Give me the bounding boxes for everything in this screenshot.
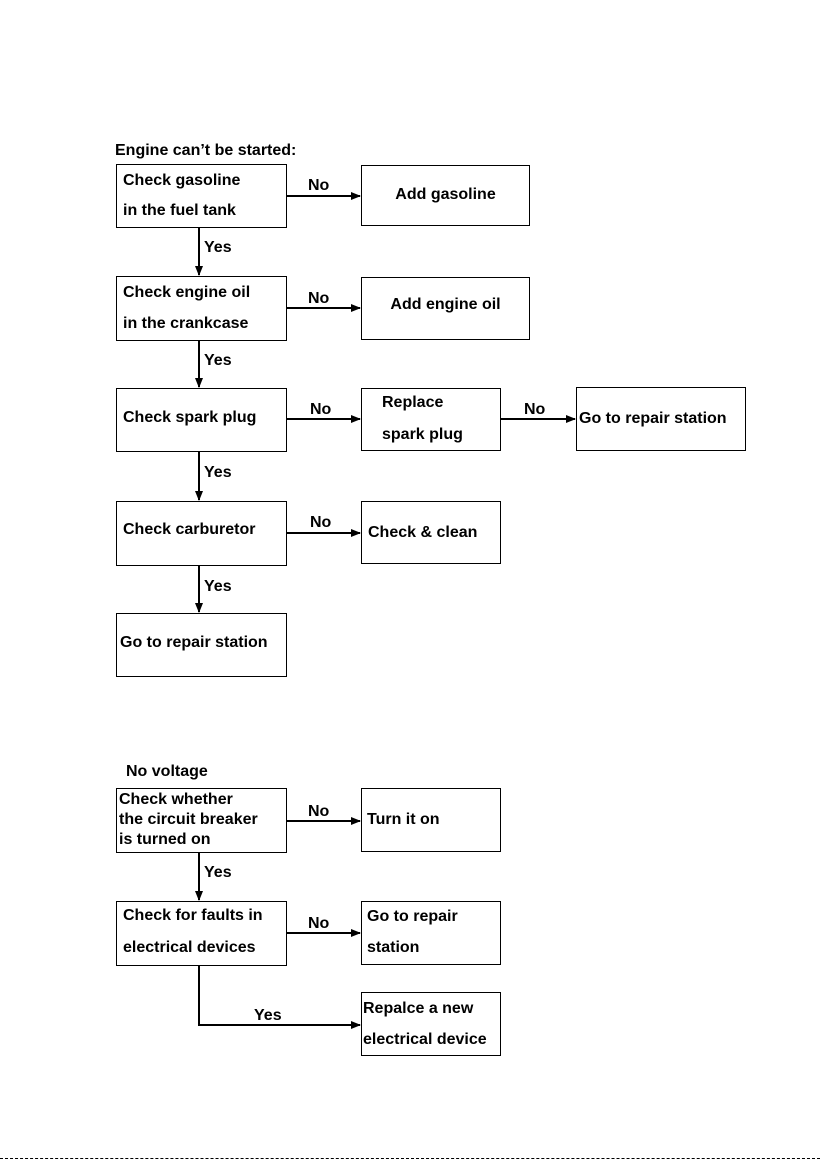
edge-label-no: No (310, 401, 332, 418)
edge-label-no: No (308, 915, 330, 932)
edge-label-no: No (310, 514, 332, 531)
box-text: Check for faults in (123, 907, 263, 924)
box-check-engine-oil: Check engine oil in the crankcase (116, 276, 287, 341)
box-text: electrical devices (123, 939, 256, 956)
box-text: Check carburetor (123, 521, 256, 538)
box-text: Go to repair station (579, 410, 727, 427)
edge-label-yes: Yes (204, 352, 232, 369)
box-text: the circuit breaker (119, 811, 258, 828)
edge-label-yes: Yes (204, 578, 232, 595)
box-text: in the crankcase (123, 315, 249, 332)
box-text: is turned on (119, 831, 211, 848)
box-text: Check & clean (368, 524, 478, 541)
box-check-electrical-faults: Check for faults in electrical devices (116, 901, 287, 966)
box-text: Check spark plug (123, 409, 257, 426)
edge-label-yes: Yes (204, 864, 232, 881)
edge-label-yes: Yes (204, 239, 232, 256)
box-check-and-clean: Check & clean (361, 501, 501, 564)
box-turn-it-on: Turn it on (361, 788, 501, 852)
flowchart-title-voltage: No voltage (126, 763, 208, 780)
box-text: in the fuel tank (123, 202, 236, 219)
box-check-circuit-breaker: Check whether the circuit breaker is tur… (116, 788, 287, 853)
box-add-gasoline: Add gasoline (361, 165, 530, 226)
footer-divider (0, 1158, 820, 1159)
edge-label-no: No (308, 177, 330, 194)
box-text: Go to repair station (120, 634, 268, 651)
box-add-engine-oil: Add engine oil (361, 277, 530, 340)
box-text: electrical device (363, 1031, 487, 1048)
box-text: Add engine oil (390, 296, 501, 313)
box-text: Replace (382, 394, 444, 411)
box-text: Go to repair (367, 908, 458, 925)
box-go-to-repair-station-2: Go to repair station (116, 613, 287, 677)
box-check-spark-plug: Check spark plug (116, 388, 287, 452)
box-go-to-repair-station-1: Go to repair station (576, 387, 746, 451)
box-text: station (367, 939, 420, 956)
edge-label-no: No (524, 401, 546, 418)
flowchart-title-engine: Engine can’t be started: (115, 142, 297, 159)
edge-label-no: No (308, 803, 330, 820)
box-text: Check gasoline (123, 172, 241, 189)
box-text: Turn it on (367, 811, 440, 828)
box-check-carburetor: Check carburetor (116, 501, 287, 566)
edge-label-yes: Yes (204, 464, 232, 481)
box-replace-spark-plug: Replace spark plug (361, 388, 501, 451)
box-replace-electrical-device: Repalce a new electrical device (361, 992, 501, 1056)
edge-label-yes: Yes (254, 1007, 282, 1024)
box-text: Add gasoline (395, 186, 496, 203)
box-check-gasoline: Check gasoline in the fuel tank (116, 164, 287, 228)
edge-label-no: No (308, 290, 330, 307)
box-go-to-repair-station-3: Go to repair station (361, 901, 501, 965)
box-text: Check whether (119, 791, 233, 808)
box-text: spark plug (382, 426, 463, 443)
box-text: Repalce a new (363, 1000, 474, 1017)
arrow-faults-yes (198, 966, 361, 1029)
box-text: Check engine oil (123, 284, 251, 301)
